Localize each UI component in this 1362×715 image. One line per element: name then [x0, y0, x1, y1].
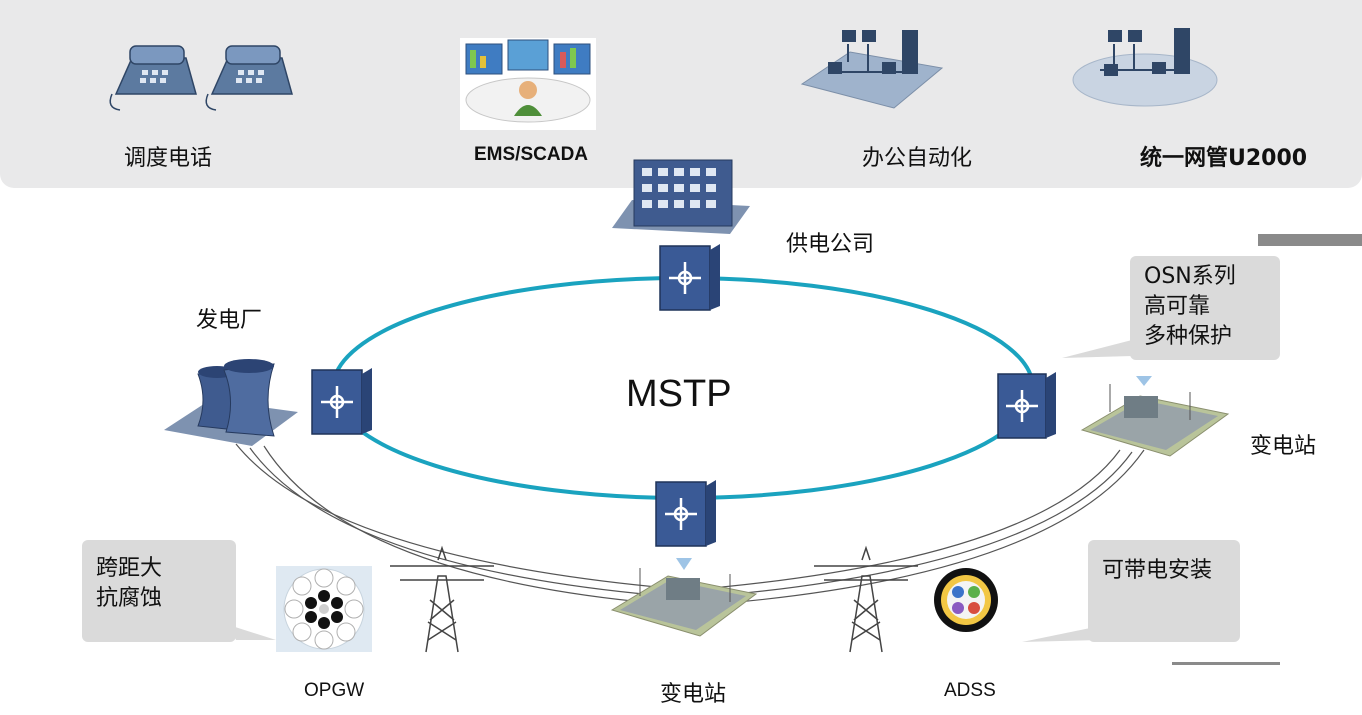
adss-callout-tail — [1022, 626, 1100, 642]
mstp-node-right — [997, 372, 1056, 439]
callout-line: 跨距大 — [96, 556, 163, 581]
osn-callout-tail — [1062, 340, 1132, 358]
app-label-office-automation: 办公自动化 — [862, 146, 973, 171]
supply-company-building-icon — [612, 159, 750, 234]
power-plant-cooling-tower-icon — [164, 359, 298, 446]
network-management-icon — [1072, 28, 1218, 107]
adss-feature-callout: 可带电安装 — [1088, 540, 1240, 642]
decor-bar-top — [1258, 234, 1362, 246]
app-label-dispatch-phone: 调度电话 — [124, 146, 213, 171]
app-label-u2000: 统一网管U2000 — [1140, 146, 1308, 171]
decor-bar-bottom — [1172, 662, 1280, 665]
substation-right-icon — [1080, 376, 1230, 457]
opgw-cable-cross-section-icon — [276, 566, 372, 652]
site-label-power-plant: 发电厂 — [196, 308, 263, 333]
cable-label-adss: ADSS — [944, 680, 996, 701]
opgw-callout-tail — [232, 626, 276, 640]
callout-line: 高可靠 — [1144, 294, 1211, 319]
osn-feature-callout: OSN系列 高可靠 多种保护 — [1130, 256, 1280, 360]
adss-cable-cross-section-icon — [934, 568, 998, 632]
site-label-substation-bottom: 变电站 — [660, 682, 727, 707]
desk-phone-icon — [109, 45, 293, 111]
mstp-node-left — [311, 368, 372, 435]
ring-label: MSTP — [626, 373, 732, 415]
site-label-supply-company: 供电公司 — [786, 232, 875, 257]
cable-label-opgw: OPGW — [304, 680, 365, 701]
site-label-substation-right: 变电站 — [1250, 434, 1317, 459]
callout-line: 抗腐蚀 — [96, 586, 163, 611]
app-label-ems-scada: EMS/SCADA — [474, 144, 589, 165]
callout-line: 可带电安装 — [1102, 558, 1213, 583]
opgw-feature-callout: 跨距大 抗腐蚀 — [82, 540, 236, 642]
mstp-node-bottom — [655, 480, 716, 547]
transmission-tower-right-icon — [814, 545, 918, 653]
office-network-icon — [800, 30, 944, 109]
transmission-tower-left-icon — [390, 545, 494, 653]
callout-line: 多种保护 — [1144, 324, 1233, 349]
monitoring-screens-icon — [460, 38, 596, 130]
substation-bottom-icon — [610, 558, 758, 637]
callout-line: OSN系列 — [1144, 264, 1236, 289]
mstp-node-top — [659, 244, 720, 311]
